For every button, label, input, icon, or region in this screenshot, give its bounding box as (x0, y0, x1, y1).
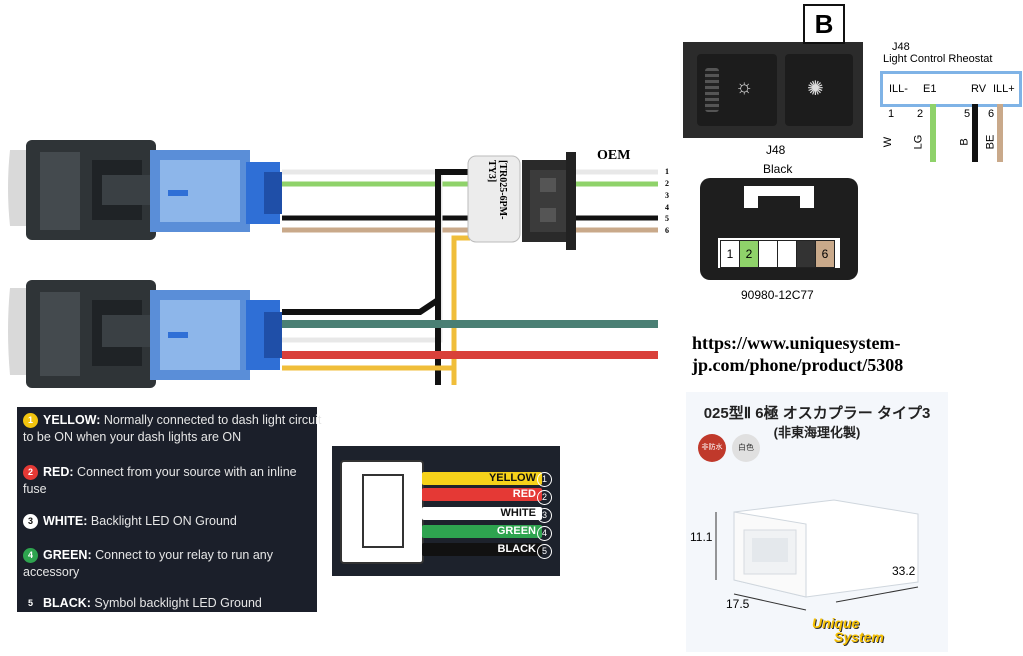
wire-label-white: WHITE (422, 507, 542, 520)
legend-desc: Connect from your source with an inline … (23, 465, 297, 496)
oem-pin-1: 1 (665, 167, 669, 176)
conn-pin-1: 1 (720, 240, 740, 268)
legend-name: YELLOW: (43, 413, 101, 427)
connector-color: Black (763, 162, 793, 176)
schematic-id: J48 (892, 41, 910, 53)
dash-dimmer-icon: ✺ (807, 78, 824, 100)
dim-length: 33.2 (892, 564, 916, 578)
wire-label-panel: YELLOW RED WHITE GREEN BLACK 1 2 3 4 5 (332, 446, 560, 576)
wire-label-yellow: YELLOW (422, 472, 542, 485)
wire-num-1: 1 (537, 472, 552, 487)
term-e1: E1 (923, 83, 937, 95)
sch-pin-5: 5 (964, 108, 971, 120)
badge-non-waterproof: 非防水 (698, 434, 726, 462)
wire-num-4: 4 (537, 526, 552, 541)
wire-label-green: GREEN (422, 525, 542, 538)
coupler-drawing (715, 499, 919, 611)
url-line-2: jp.com/phone/product/5308 (692, 355, 904, 375)
sch-wire-w: W (882, 136, 895, 148)
term-rv: RV (971, 83, 987, 95)
wire-num-3: 3 (537, 508, 552, 523)
unique-system-logo: Unique System (812, 616, 884, 644)
wire-label-red: RED (422, 488, 542, 501)
sch-pin-6: 6 (988, 108, 995, 120)
schematic-box: ILL- E1 RV ILL+ (880, 71, 1022, 107)
legend-desc: Backlight LED ON Ground (90, 514, 237, 528)
dash-switch-photo: ☼ ✺ (683, 42, 863, 138)
legend-num-2: 2 (23, 465, 38, 481)
conn-pin-6: 6 (815, 240, 835, 268)
dim-height: 11.1 (690, 530, 713, 544)
legend-desc: Normally connected to dash light circuit… (23, 413, 322, 444)
badge-b: B (803, 4, 845, 44)
oem-pin-6: 6 (665, 226, 669, 235)
term-ill-minus: ILL- (889, 83, 908, 95)
logo-line-2: System (834, 629, 884, 645)
sch-wire-b: B (958, 138, 971, 146)
legend-name: BLACK: (43, 596, 91, 610)
product-title-2: (非東海理化製) (773, 425, 861, 440)
wire-num-2: 2 (537, 490, 552, 505)
headlight-icon: ☼ (735, 76, 754, 98)
j48-connector-face: 1 2 6 (700, 178, 858, 280)
oem-pin-3: 3 (665, 191, 669, 200)
legend-desc: Connect to your relay to run any accesso… (23, 548, 273, 579)
legend-name: GREEN: (43, 548, 92, 562)
conn-pin-2: 2 (739, 240, 759, 268)
url-line-1: https://www.uniquesystem- (692, 333, 901, 353)
oem-pin-2: 2 (665, 179, 669, 188)
badge-white-color: 白色 (732, 434, 760, 462)
legend-item-black: 5 BLACK: Symbol backlight LED Ground (23, 595, 323, 612)
part-number: 90980-12C77 (741, 288, 814, 302)
legend-num-4: 4 (23, 548, 38, 564)
legend-item-yellow: 1 YELLOW: Normally connected to dash ligh… (23, 412, 323, 446)
oem-pin-4: 4 (665, 203, 669, 212)
oem-connector (522, 152, 576, 250)
wire-num-5: 5 (537, 544, 552, 559)
oem-pin-5: 5 (665, 214, 669, 223)
schematic-name: Light Control Rheostat (883, 53, 993, 65)
sch-pin-2: 2 (917, 108, 924, 120)
product-url[interactable]: https://www.uniquesystem- jp.com/phone/p… (692, 332, 903, 376)
product-title-1: 025型Ⅱ 6極 オスカプラー タイプ3 (703, 405, 931, 422)
wire-legend: 1 YELLOW: Normally connected to dash ligh… (17, 407, 321, 612)
legend-num-1: 1 (23, 413, 38, 429)
legend-name: WHITE: (43, 514, 88, 528)
j48-caption: J48 (766, 143, 786, 157)
sch-wire-be: BE (984, 134, 997, 150)
sch-pin-1: 1 (888, 108, 895, 120)
badge-b-text: B (814, 9, 834, 39)
sch-wire-lg: LG (912, 134, 925, 150)
legend-item-white: 3 WHITE: Backlight LED ON Ground (23, 513, 323, 530)
legend-item-green: 4 GREEN: Connect to your relay to run any… (23, 547, 323, 581)
oem-title: OEM (597, 148, 631, 163)
dim-width: 17.5 (726, 597, 750, 611)
logo-line-1: Unique (812, 615, 860, 631)
legend-num-5: 5 (23, 596, 38, 612)
adapter-body (467, 155, 521, 243)
term-ill-plus: ILL+ (993, 83, 1015, 95)
product-card: 025型Ⅱ 6極 オスカプラー タイプ3 (非東海理化製) 非防水 白色 11.… (686, 392, 948, 652)
switch-top (8, 140, 282, 240)
adapter-label: [TR025-6PM-TY3] (486, 160, 508, 220)
legend-num-3: 3 (23, 514, 38, 530)
legend-desc: Symbol backlight LED Ground (94, 596, 262, 610)
legend-item-red: 2 RED: Connect from your source with an i… (23, 464, 323, 498)
legend-name: RED: (43, 465, 74, 479)
wire-label-black: BLACK (422, 543, 542, 556)
switch-bottom (8, 280, 282, 388)
